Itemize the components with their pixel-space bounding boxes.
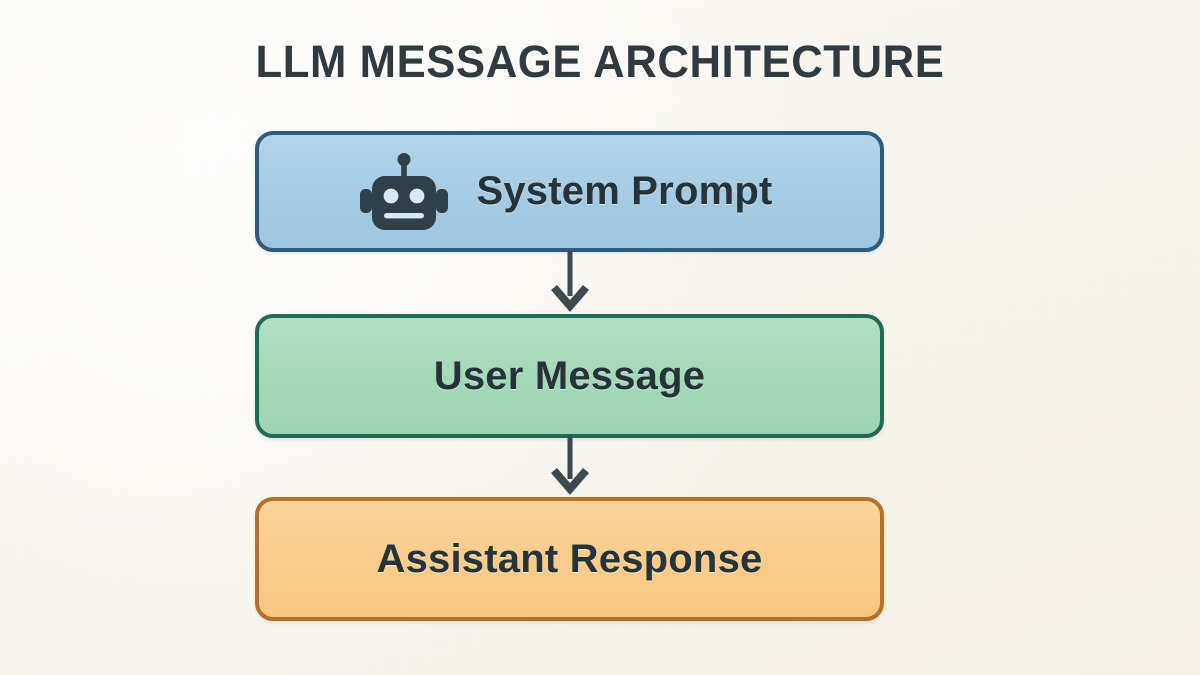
node-label-user-message: User Message xyxy=(433,353,706,398)
node-user-message[interactable]: User Message xyxy=(255,314,884,438)
node-system-prompt[interactable]: System Prompt xyxy=(255,131,884,252)
node-assistant-response[interactable]: Assistant Response xyxy=(255,497,884,621)
robot-icon xyxy=(360,152,449,230)
arrow-down-icon-user-to-assistant xyxy=(551,436,589,495)
node-label-assistant-response: Assistant Response xyxy=(376,536,763,581)
node-label-system-prompt: System Prompt xyxy=(476,169,773,213)
page-title: LLM MESSAGE ARCHITECTURE xyxy=(255,36,945,87)
arrow-down-icon-system-to-user xyxy=(551,250,589,312)
